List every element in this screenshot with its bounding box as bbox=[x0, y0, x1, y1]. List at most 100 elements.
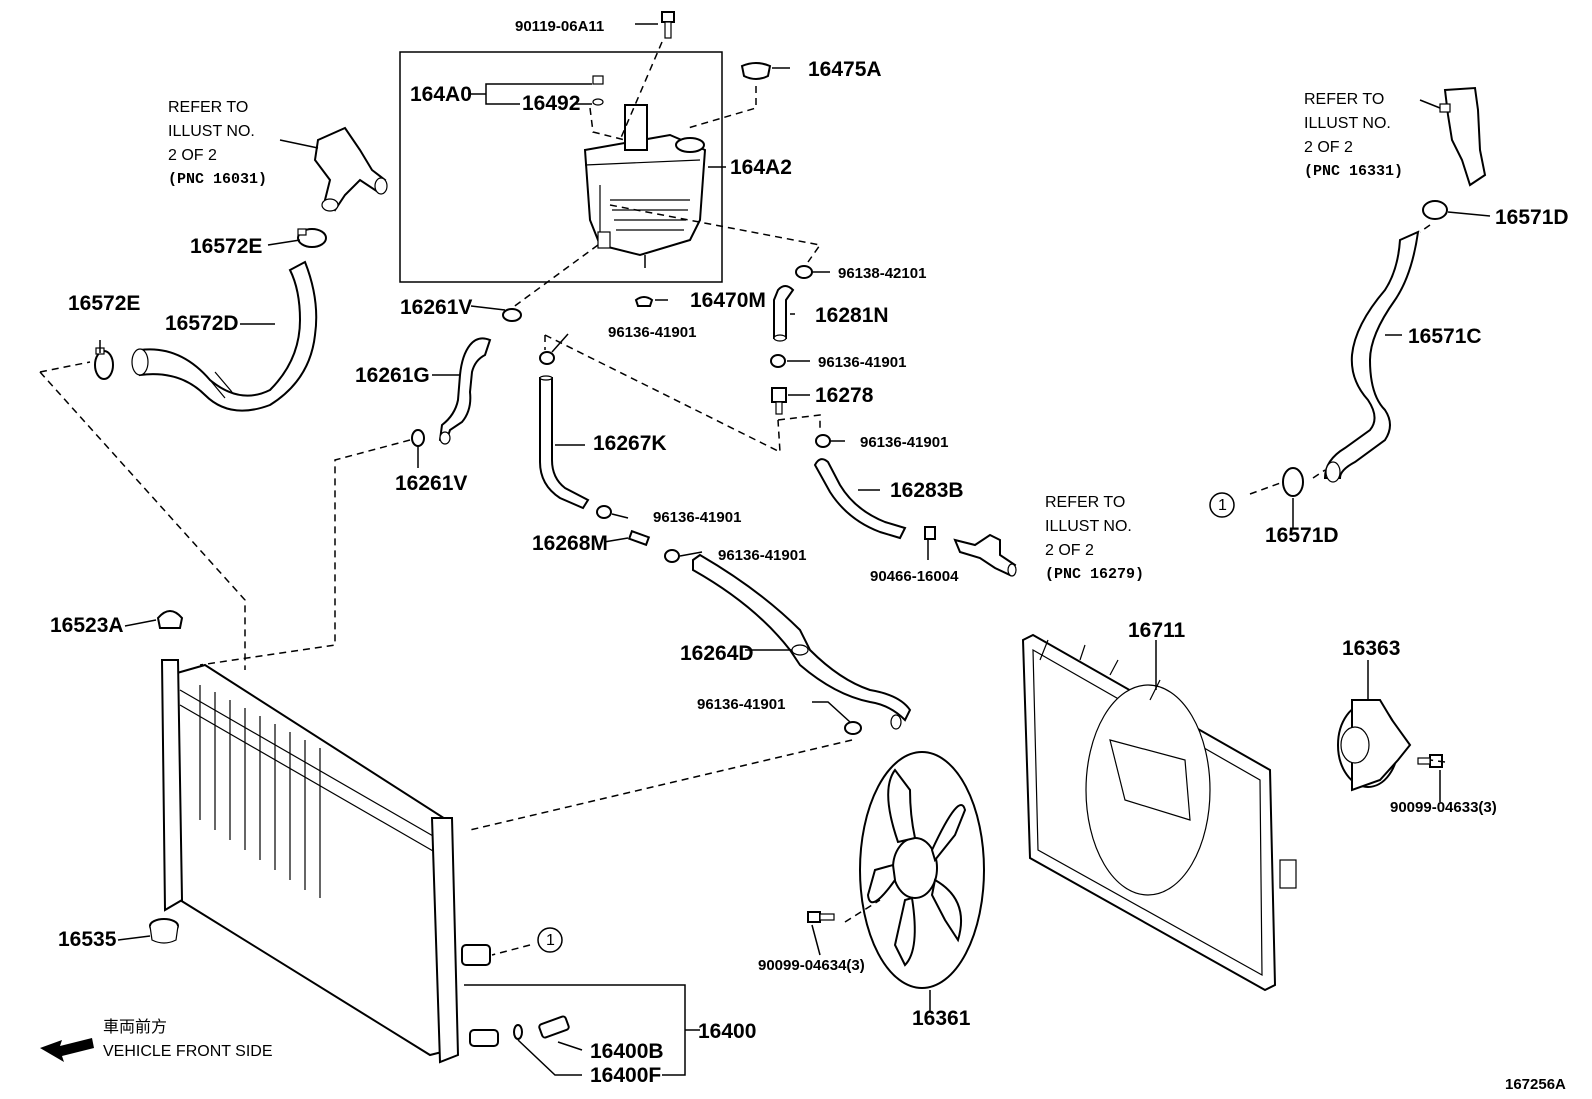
label-96136-41901-b: 96136-41901 bbox=[608, 324, 696, 341]
clamp-96136-41901-f[interactable] bbox=[844, 721, 862, 735]
clamp-16572E-upper[interactable] bbox=[297, 228, 327, 248]
cushion-16535[interactable] bbox=[149, 918, 179, 944]
fan-16361[interactable] bbox=[859, 751, 985, 989]
clamp-16261V-lower[interactable] bbox=[411, 429, 425, 447]
label-96136-41901-d: 96136-41901 bbox=[653, 509, 741, 526]
label-16475A: 16475A bbox=[808, 58, 882, 81]
svg-text:(PNC 16279): (PNC 16279) bbox=[1045, 566, 1144, 583]
fan-motor-16363[interactable] bbox=[1337, 699, 1412, 792]
hose-16283B[interactable] bbox=[813, 458, 907, 540]
label-96136-41901-c: 96136-41901 bbox=[860, 434, 948, 451]
svg-text:2 OF 2: 2 OF 2 bbox=[168, 147, 217, 164]
label-16363: 16363 bbox=[1342, 637, 1400, 660]
label-90119-06A11: 90119-06A11 bbox=[515, 18, 604, 35]
label-16492: 16492 bbox=[522, 92, 580, 115]
refer-note-16031: REFER TO ILLUST NO. 2 OF 2 (PNC 16031) bbox=[168, 99, 267, 188]
label-16281N: 16281N bbox=[815, 304, 889, 327]
label-16264D: 16264D bbox=[680, 642, 754, 665]
screw-90099-04634[interactable] bbox=[807, 911, 835, 923]
label-16535: 16535 bbox=[58, 928, 117, 951]
label-164A0: 164A0 bbox=[410, 83, 472, 106]
reservoir-cap-16475A[interactable] bbox=[740, 62, 772, 80]
label-164A2: 164A2 bbox=[730, 156, 792, 179]
svg-text:ILLUST NO.: ILLUST NO. bbox=[1304, 115, 1391, 132]
refer-part-16331[interactable] bbox=[1439, 86, 1487, 187]
label-16361: 16361 bbox=[912, 1007, 971, 1030]
label-96138-42101: 96138-42101 bbox=[838, 265, 926, 282]
clamp-96138-42101[interactable] bbox=[795, 265, 813, 279]
radiator-hose-16572D[interactable] bbox=[131, 260, 318, 412]
svg-text:REFER TO: REFER TO bbox=[1304, 91, 1384, 108]
label-16400: 16400 bbox=[698, 1020, 756, 1043]
label-16571C: 16571C bbox=[1408, 325, 1482, 348]
label-96136-41901-a: 96136-41901 bbox=[818, 354, 906, 371]
label-96136-41901-e: 96136-41901 bbox=[718, 547, 806, 564]
refer-note-16279: REFER TO ILLUST NO. 2 OF 2 (PNC 16279) bbox=[1045, 494, 1144, 583]
clamp-16571D-upper[interactable] bbox=[1422, 200, 1448, 220]
label-16283B: 16283B bbox=[890, 479, 964, 502]
clamp-96136-41901-c[interactable] bbox=[815, 434, 831, 448]
clamp-96136-41901-a[interactable] bbox=[770, 354, 786, 368]
radiator-hose-16571C[interactable] bbox=[1323, 230, 1420, 483]
label-16571D-upper: 16571D bbox=[1495, 206, 1569, 229]
svg-text:(PNC 16031): (PNC 16031) bbox=[168, 171, 267, 188]
svg-text:2 OF 2: 2 OF 2 bbox=[1304, 139, 1353, 156]
hose-16281N[interactable] bbox=[773, 285, 795, 342]
clamp-96136-41901-d-upper[interactable] bbox=[539, 351, 555, 365]
label-16571D-lower: 16571D bbox=[1265, 524, 1339, 547]
label-90099-04633: 90099-04633(3) bbox=[1390, 799, 1497, 816]
o-ring-16400F[interactable] bbox=[513, 1024, 523, 1040]
label-16572D: 16572D bbox=[165, 312, 239, 335]
label-16278: 16278 bbox=[815, 384, 874, 407]
connector-16268M[interactable] bbox=[596, 505, 680, 563]
front-side-japanese: 車両前方 bbox=[103, 1018, 167, 1036]
clamp-16571D-lower[interactable] bbox=[1282, 467, 1304, 497]
svg-text:REFER TO: REFER TO bbox=[168, 99, 248, 116]
label-16400B: 16400B bbox=[590, 1040, 664, 1063]
drain-cock-plug-16400B[interactable] bbox=[538, 1015, 570, 1039]
label-16400F: 16400F bbox=[590, 1064, 661, 1087]
clamp-90466-16004[interactable] bbox=[924, 526, 936, 540]
svg-text:ILLUST NO.: ILLUST NO. bbox=[168, 123, 255, 140]
hose-16261G[interactable] bbox=[438, 337, 492, 445]
front-arrow-icon bbox=[40, 1038, 94, 1062]
fan-shroud-16711[interactable] bbox=[1021, 633, 1297, 992]
label-16572E-lower: 16572E bbox=[68, 292, 140, 315]
svg-text:ILLUST NO.: ILLUST NO. bbox=[1045, 518, 1132, 535]
label-16572E-upper: 16572E bbox=[190, 235, 262, 258]
label-16267K: 16267K bbox=[593, 432, 667, 455]
hose-16267K[interactable] bbox=[539, 375, 590, 510]
clamp-16261V-upper[interactable] bbox=[502, 308, 522, 322]
thermostat-outlet-part[interactable] bbox=[313, 126, 388, 212]
label-90099-04634: 90099-04634(3) bbox=[758, 957, 865, 974]
label-16261V-bottom: 16261V bbox=[395, 472, 467, 495]
valve-16278[interactable] bbox=[771, 387, 787, 415]
circle-marker-1-hose bbox=[1209, 492, 1235, 518]
diagram-id: 167256A bbox=[1505, 1076, 1566, 1093]
water-outlet-part-16279[interactable] bbox=[953, 533, 1017, 577]
bolt-90119-06A11[interactable] bbox=[661, 11, 675, 39]
svg-text:REFER TO: REFER TO bbox=[1045, 494, 1125, 511]
svg-text:2 OF 2: 2 OF 2 bbox=[1045, 542, 1094, 559]
circle-marker-text-radiator: 1 bbox=[546, 932, 555, 949]
refer-note-16331: REFER TO ILLUST NO. 2 OF 2 (PNC 16331) bbox=[1304, 91, 1403, 180]
svg-text:(PNC 16331): (PNC 16331) bbox=[1304, 163, 1403, 180]
label-16711: 16711 bbox=[1128, 619, 1186, 642]
clamp-16572E-lower[interactable] bbox=[94, 347, 114, 380]
label-90466-16004: 90466-16004 bbox=[870, 568, 959, 585]
cap-16470M[interactable] bbox=[634, 296, 654, 307]
reservoir-tank-164A2[interactable] bbox=[583, 104, 707, 268]
hose-16264D[interactable] bbox=[692, 553, 912, 730]
label-96136-41901-f: 96136-41901 bbox=[697, 696, 785, 713]
front-side-english: VEHICLE FRONT SIDE bbox=[103, 1043, 273, 1060]
label-16268M: 16268M bbox=[532, 532, 608, 555]
radiator-assembly-16400[interactable] bbox=[160, 659, 499, 1064]
cushion-16523A[interactable] bbox=[156, 610, 184, 629]
circle-marker-text-hose: 1 bbox=[1218, 497, 1227, 514]
circle-marker-1-radiator bbox=[537, 927, 563, 953]
label-16261G: 16261G bbox=[355, 364, 430, 387]
screw-164A0[interactable] bbox=[592, 75, 604, 106]
screw-90099-04633[interactable] bbox=[1417, 754, 1443, 768]
label-16470M: 16470M bbox=[690, 289, 766, 312]
